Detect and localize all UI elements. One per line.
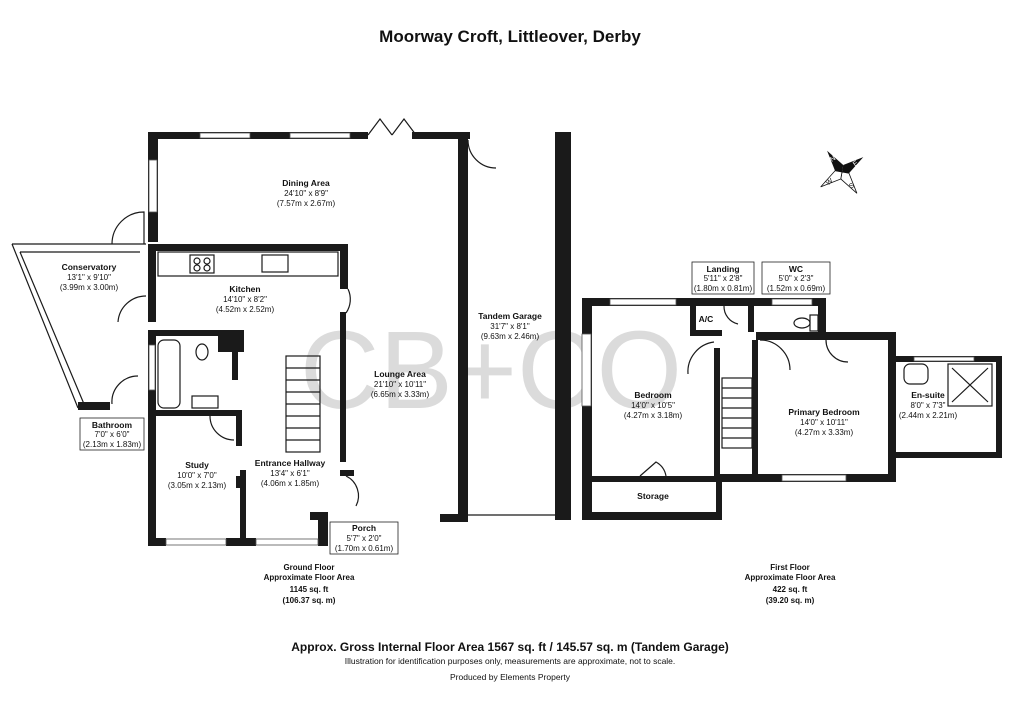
room-bathroom: Bathroom 7'0" x 6'0" (2.13m x 1.83m) <box>79 417 145 451</box>
room-dim-imperial: 21'10" x 10'11" <box>374 380 426 389</box>
room-dim-imperial: 5'0" x 2'3" <box>779 274 814 283</box>
ground-floor-label: Ground Floor <box>283 563 334 572</box>
room-dim-metric: (2.13m x 1.83m) <box>83 440 142 449</box>
watermark: CB+CO <box>300 309 682 432</box>
room-name: Landing <box>706 264 739 274</box>
compass-icon: N S E W <box>820 150 864 194</box>
room-dim-metric: (2.44m x 2.21m) <box>899 411 958 420</box>
ground-floor-plan <box>11 118 571 546</box>
room-dim-metric: (4.27m x 3.18m) <box>624 411 683 420</box>
room-hallway: Entrance Hallway 13'4" x 6'1" (4.06m x 1… <box>255 458 326 488</box>
room-dim-metric: (7.57m x 2.67m) <box>277 199 336 208</box>
room-dim-metric: (4.52m x 2.52m) <box>216 305 275 314</box>
room-dim-imperial: 14'0" x 10'5" <box>631 401 675 410</box>
room-dim-imperial: 24'10" x 8'9" <box>284 189 328 198</box>
room-name: Kitchen <box>229 284 260 294</box>
room-dim-imperial: 8'0" x 7'3" <box>911 401 946 410</box>
room-dim-imperial: 5'7" x 2'0" <box>347 534 382 543</box>
room-name: Study <box>185 460 209 470</box>
room-dim-metric: (9.63m x 2.46m) <box>481 332 540 341</box>
room-dim-metric: (1.52m x 0.69m) <box>767 284 826 293</box>
room-landing: Landing 5'11" x 2'8" (1.80m x 0.81m) <box>691 261 755 295</box>
room-name: Entrance Hallway <box>255 458 326 468</box>
ground-floor-subtitle: Approximate Floor Area <box>264 573 355 582</box>
room-dim-imperial: 10'0" x 7'0" <box>177 471 217 480</box>
room-storage: Storage <box>637 491 669 501</box>
disclaimer: Illustration for identification purposes… <box>345 656 676 666</box>
room-dim-imperial: 14'10" x 8'2" <box>223 295 267 304</box>
room-name: Bedroom <box>634 390 672 400</box>
first-floor-area: First Floor Approximate Floor Area 422 s… <box>745 563 836 605</box>
compass-s: S <box>848 182 856 191</box>
room-name: Bathroom <box>92 420 133 430</box>
room-wc: WC 5'0" x 2'3" (1.52m x 0.69m) <box>761 261 831 295</box>
room-conservatory: Conservatory 13'1" x 9'10" (3.99m x 3.00… <box>60 262 119 292</box>
room-dim-metric: (1.80m x 0.81m) <box>694 284 753 293</box>
room-dim-metric: (6.65m x 3.33m) <box>371 390 430 399</box>
room-name: A/C <box>699 314 714 324</box>
ground-floor-sqft: 1145 sq. ft <box>290 585 329 594</box>
first-floor-sqm: (39.20 sq. m) <box>766 596 815 605</box>
room-name: En-suite <box>911 390 945 400</box>
first-floor-subtitle: Approximate Floor Area <box>745 573 836 582</box>
room-dim-imperial: 14'0" x 10'11" <box>800 418 848 427</box>
room-name: Lounge Area <box>374 369 426 379</box>
room-dim-metric: (1.70m x 0.61m) <box>335 544 394 553</box>
page-title: Moorway Croft, Littleover, Derby <box>379 27 641 46</box>
first-floor-sqft: 422 sq. ft <box>773 585 808 594</box>
room-study: Study 10'0" x 7'0" (3.05m x 2.13m) <box>168 460 227 490</box>
compass-e: E <box>852 160 860 169</box>
watermark-text-cb: CB+CO <box>300 309 682 432</box>
room-dim-metric: (3.99m x 3.00m) <box>60 283 119 292</box>
room-primary-bedroom: Primary Bedroom 14'0" x 10'11" (4.27m x … <box>788 407 860 437</box>
room-porch: Porch 5'7" x 2'0" (1.70m x 0.61m) <box>329 521 399 555</box>
ground-floor-area: Ground Floor Approximate Floor Area 1145… <box>264 563 355 605</box>
compass-w: W <box>825 177 835 187</box>
room-dining: Dining Area 24'10" x 8'9" (7.57m x 2.67m… <box>277 178 336 208</box>
room-name: Storage <box>637 491 669 501</box>
room-name: Primary Bedroom <box>788 407 860 417</box>
room-dim-metric: (4.06m x 1.85m) <box>261 479 320 488</box>
room-bedroom: Bedroom 14'0" x 10'5" (4.27m x 3.18m) <box>624 390 683 420</box>
room-dim-imperial: 13'4" x 6'1" <box>270 469 310 478</box>
room-garage: Tandem Garage 31'7" x 8'1" (9.63m x 2.46… <box>478 311 542 341</box>
room-ac: A/C <box>699 314 714 324</box>
compass-n: N <box>829 155 837 164</box>
room-lounge: Lounge Area 21'10" x 10'11" (6.65m x 3.3… <box>371 369 430 399</box>
producer-credit: Produced by Elements Property <box>450 672 571 682</box>
room-dim-metric: (4.27m x 3.33m) <box>795 428 854 437</box>
room-ensuite: En-suite 8'0" x 7'3" (2.44m x 2.21m) <box>899 390 958 420</box>
room-dim-imperial: 31'7" x 8'1" <box>490 322 530 331</box>
first-floor-label: First Floor <box>770 563 810 572</box>
first-floor-plan <box>581 298 1002 520</box>
room-dim-imperial: 5'11" x 2'8" <box>704 274 743 283</box>
room-name: WC <box>789 264 803 274</box>
gross-floor-area: Approx. Gross Internal Floor Area 1567 s… <box>291 640 728 654</box>
room-name: Porch <box>352 523 376 533</box>
room-name: Dining Area <box>282 178 330 188</box>
room-dim-metric: (3.05m x 2.13m) <box>168 481 227 490</box>
room-dim-imperial: 7'0" x 6'0" <box>95 430 130 439</box>
room-dim-imperial: 13'1" x 9'10" <box>67 273 111 282</box>
room-name: Conservatory <box>62 262 117 272</box>
room-name: Tandem Garage <box>478 311 542 321</box>
room-kitchen: Kitchen 14'10" x 8'2" (4.52m x 2.52m) <box>216 284 275 314</box>
ground-floor-sqm: (106.37 sq. m) <box>283 596 336 605</box>
